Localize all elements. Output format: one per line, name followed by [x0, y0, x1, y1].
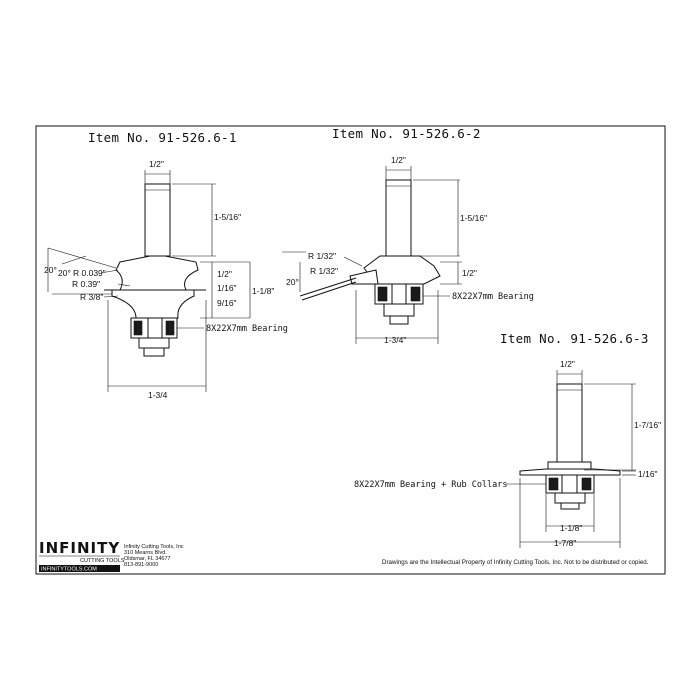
- item-3-blade: [519, 468, 621, 476]
- svg-text:1-5/16": 1-5/16": [214, 212, 241, 222]
- svg-text:1/2": 1/2": [149, 159, 164, 169]
- item-1-nut: [138, 337, 170, 349]
- item-1-shank: [144, 183, 171, 257]
- svg-text:CUTTING TOOLS: CUTTING TOOLS: [80, 558, 125, 564]
- svg-text:1-5/16": 1-5/16": [460, 213, 487, 223]
- svg-text:R 1/32": R 1/32": [310, 266, 338, 276]
- svg-text:20°: 20°: [58, 268, 71, 278]
- svg-text:1-3/4: 1-3/4: [148, 390, 168, 400]
- svg-text:INFINITYTOOLS.COM: INFINITYTOOLS.COM: [41, 567, 97, 573]
- svg-text:1/16": 1/16": [638, 469, 658, 479]
- svg-text:20°: 20°: [44, 265, 57, 275]
- sheet-border: [35, 125, 666, 575]
- item-1-body: [115, 255, 199, 291]
- item-1-lower-body: [111, 289, 195, 319]
- svg-text:1/2": 1/2": [391, 155, 406, 165]
- svg-text:R 3/8": R 3/8": [80, 292, 103, 302]
- svg-text:R 0.039": R 0.039": [73, 268, 106, 278]
- item-3-nut: [554, 492, 586, 504]
- svg-text:1/16": 1/16": [217, 283, 237, 293]
- svg-text:1-7/16": 1-7/16": [634, 420, 661, 430]
- item-1-bearing-label: 8X22X7mm Bearing: [206, 324, 288, 334]
- svg-text:813-891-9000: 813-891-9000: [124, 562, 158, 568]
- svg-text:Oldsmar, FL 34677: Oldsmar, FL 34677: [124, 556, 171, 562]
- svg-text:9/16": 9/16": [217, 298, 237, 308]
- svg-text:20°: 20°: [286, 277, 299, 287]
- svg-text:310 Mearns Blvd.: 310 Mearns Blvd.: [124, 550, 167, 556]
- brand-logo: INFINITY: [39, 539, 120, 557]
- svg-text:1-1/8": 1-1/8": [560, 523, 582, 533]
- svg-text:1-7/8": 1-7/8": [554, 538, 576, 548]
- svg-text:1-1/8": 1-1/8": [252, 286, 274, 296]
- item-3-drawing: Item No. 91-526.6-3 1/2" 1-7/16" 1/16" 8…: [354, 331, 661, 548]
- item-2-bearing-label: 8X22X7mm Bearing: [452, 292, 534, 302]
- item-2-shank: [385, 179, 412, 257]
- svg-text:Infinity Cutting Tools, Inc: Infinity Cutting Tools, Inc: [124, 544, 184, 550]
- svg-text:R 1/32": R 1/32": [308, 251, 336, 261]
- item-2-drawing: Item No. 91-526.6-2 1/2" 1-5/16" 1/2" R …: [282, 126, 534, 345]
- item-2-nut: [383, 303, 415, 317]
- svg-text:1-3/4": 1-3/4": [384, 335, 406, 345]
- svg-text:R 0.39": R 0.39": [72, 279, 100, 289]
- item-3-title: Item No. 91-526.6-3: [500, 331, 649, 346]
- copyright-notice: Drawings are the Intellectual Property o…: [382, 559, 649, 566]
- company-block: INFINITY CUTTING TOOLS INFINITYTOOLS.COM…: [39, 539, 184, 573]
- item-3-bearing-label: 8X22X7mm Bearing + Rub Collars: [354, 480, 508, 490]
- item-2-title: Item No. 91-526.6-2: [332, 126, 481, 141]
- item-3-shank: [556, 383, 583, 471]
- svg-text:1/2": 1/2": [462, 268, 477, 278]
- svg-text:1/2": 1/2": [560, 359, 575, 369]
- item-1-title: Item No. 91-526.6-1: [88, 130, 237, 145]
- svg-text:1/2": 1/2": [217, 269, 232, 279]
- website-badge: [39, 565, 120, 572]
- item-1-drawing: Item No. 91-526.6-1 1/2" 1-5/16" 1/2" 1/…: [44, 130, 288, 400]
